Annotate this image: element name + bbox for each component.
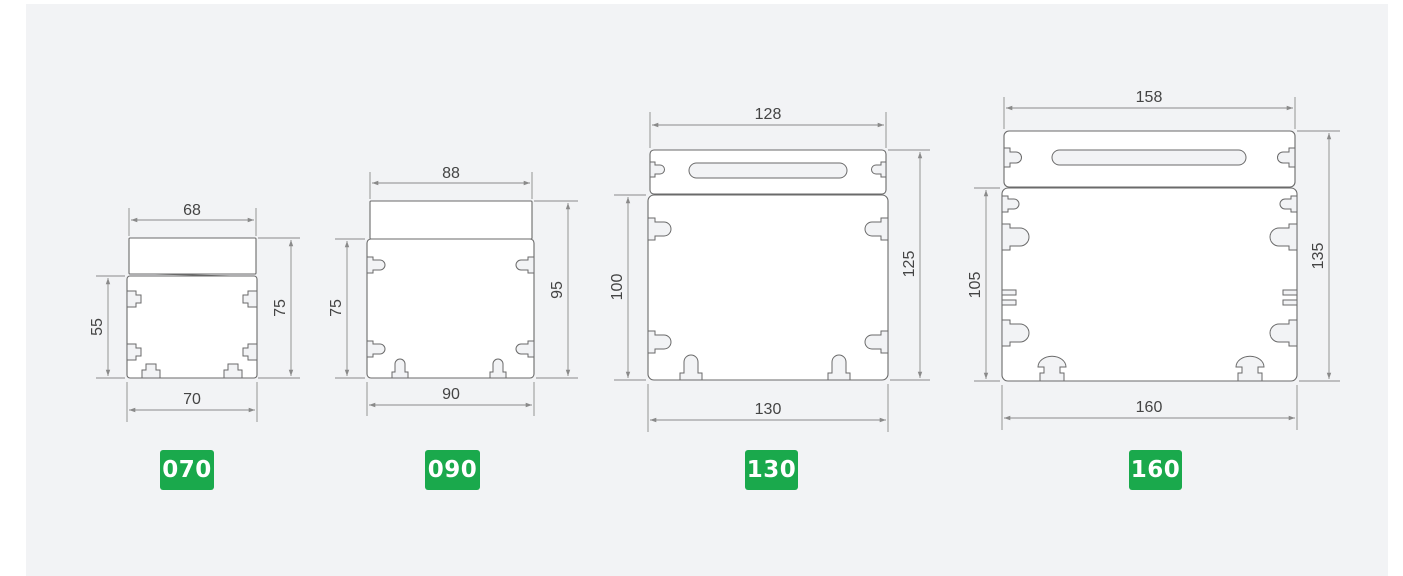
body-height-130: 100 <box>609 274 626 301</box>
total-height-090: 95 <box>549 281 566 299</box>
profile-160: 158 160 105 135 <box>967 89 1340 430</box>
body-width-070: 70 <box>183 391 201 408</box>
profile-130: 128 130 100 125 <box>609 106 930 432</box>
body-height-070: 55 <box>89 318 106 336</box>
model-badge-070: 070 <box>160 450 214 490</box>
cover-070 <box>128 237 257 275</box>
body-070 <box>126 275 258 379</box>
body-width-130: 130 <box>755 401 782 418</box>
cover-width-160: 158 <box>1136 89 1163 106</box>
cover-width-070: 68 <box>183 202 201 219</box>
model-badge-130: 130 <box>745 450 798 490</box>
body-130 <box>647 194 889 381</box>
body-width-090: 90 <box>442 386 460 403</box>
cover-width-090: 88 <box>442 165 460 182</box>
total-height-070: 75 <box>272 299 289 317</box>
model-badge-160: 160 <box>1129 450 1182 490</box>
total-height-160: 135 <box>1310 243 1327 270</box>
profile-070: 68 70 55 75 <box>89 202 300 422</box>
cover-090 <box>369 200 533 240</box>
body-090 <box>366 238 535 379</box>
body-height-090: 75 <box>328 299 345 317</box>
body-width-160: 160 <box>1136 399 1163 416</box>
model-badge-090: 090 <box>425 450 480 490</box>
total-height-130: 125 <box>901 251 918 278</box>
cover-width-130: 128 <box>755 106 782 123</box>
body-160 <box>1001 187 1298 382</box>
profile-090: 88 90 75 95 <box>328 165 578 416</box>
body-height-160: 105 <box>967 272 984 299</box>
